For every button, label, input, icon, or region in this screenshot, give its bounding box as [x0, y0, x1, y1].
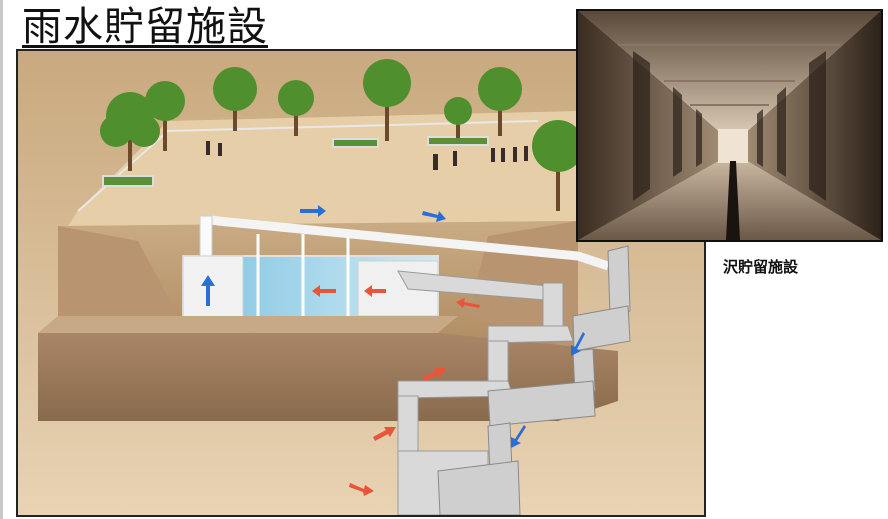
tunnel-floor-channel: [726, 161, 740, 240]
chamber-flow-arrow: [312, 285, 480, 308]
planter-box: [427, 136, 489, 146]
tree: [278, 80, 314, 136]
people: [206, 141, 528, 170]
tree: [444, 97, 472, 138]
tree: [213, 67, 257, 131]
chamber-dividers: [256, 234, 350, 326]
inlet-shaft: [182, 255, 244, 319]
tunnel-columns-right: [757, 51, 826, 201]
tunnel-photo-illustration: [578, 11, 881, 240]
drain-flow-arrow: [511, 332, 585, 448]
tree: [145, 81, 185, 151]
photo-caption: 沢貯留施設: [723, 258, 799, 276]
tree: [100, 92, 160, 171]
foundation-slab: [38, 333, 618, 421]
tunnel-ceiling-beams: [618, 44, 841, 106]
tunnel-photo: [576, 9, 883, 242]
left-border-rule: [0, 0, 3, 519]
up-flow-arrow: [201, 275, 215, 306]
tunnel-ceiling: [578, 11, 881, 131]
tunnel-columns-left: [633, 51, 702, 201]
foundation-slab-top: [38, 316, 458, 333]
tree: [478, 67, 522, 136]
outflow-flow-arrow: [349, 368, 446, 496]
diagram-illustration: [18, 51, 704, 515]
drain-channel: [437, 245, 631, 515]
tunnel-end-light: [718, 129, 748, 163]
planter-box: [332, 138, 379, 148]
page-title: 雨水貯留施設: [22, 4, 268, 50]
inflow-pipe-riser: [199, 215, 213, 257]
tree: [532, 120, 584, 211]
planter-box: [102, 175, 154, 187]
tree: [363, 59, 411, 141]
